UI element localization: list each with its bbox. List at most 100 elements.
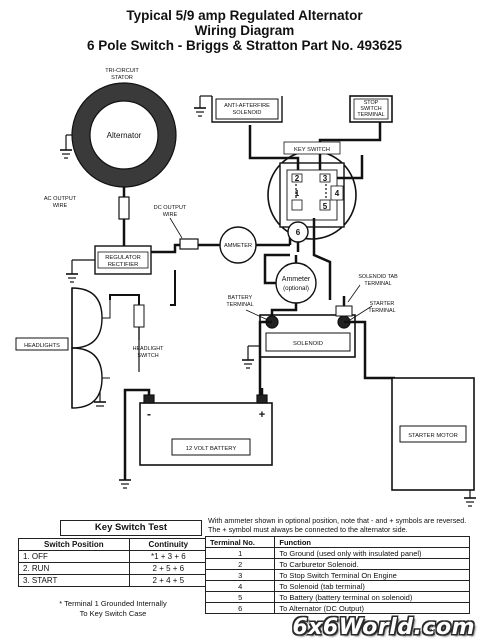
dc-output-label-1: DC OUTPUT: [154, 205, 187, 211]
stator-label-2: STATOR: [111, 75, 133, 81]
anti-afterfire-label-1: ANTI-AFTERFIRE: [224, 103, 270, 109]
dc-output-connector: [179, 238, 199, 250]
key-switch-note-line-1: * Terminal 1 Grounded Internally: [59, 599, 167, 608]
solenoid-tab-label-1: SOLENOID TAB: [358, 274, 398, 280]
key-switch-label: KEY SWITCH: [294, 147, 330, 153]
alternator: [71, 82, 177, 188]
headlight-switch-label-2: SWITCH: [137, 353, 158, 359]
table-cell: 2: [204, 558, 276, 570]
table-cell: 1: [204, 547, 276, 559]
stop-switch-terminal: [349, 95, 393, 123]
battery-positive-symbol: +: [259, 409, 265, 421]
headlight-lower: [71, 347, 103, 409]
switch-terminal-5: 5: [323, 202, 328, 211]
solenoid-tab-label-2: TERMINAL: [364, 281, 391, 287]
dc-output-label-2: WIRE: [163, 212, 178, 218]
headlights-label-box: [15, 337, 69, 351]
ammeter-optional-label-1: Ammeter: [282, 276, 311, 283]
table-cell: 2 + 5 + 6: [128, 562, 209, 575]
switch-terminal-1: 1: [295, 189, 300, 198]
stator-label-1: TRI-CIRCUIT: [105, 68, 139, 74]
switch-terminal-3: 3: [323, 174, 328, 183]
stop-switch-label-2: SWITCH: [360, 106, 381, 112]
table-cell: To Stop Switch Terminal On Engine: [274, 569, 470, 581]
table-cell: 3: [204, 569, 276, 581]
battery-label: 12 VOLT BATTERY: [186, 446, 237, 452]
key-switch-note-line-2: To Key Switch Case: [79, 609, 147, 618]
table-header: Terminal No.: [204, 536, 276, 548]
anti-afterfire-label-2: SOLENOID: [233, 110, 262, 116]
table-cell: 6: [204, 602, 276, 614]
regulator-ground-icon: [66, 259, 95, 283]
table-cell: 4: [204, 580, 276, 592]
ammeter-note: With ammeter shown in optional position,…: [208, 516, 467, 534]
table-cell: 1. OFF: [18, 550, 130, 563]
table-row: 1 To Ground (used only with insulated pa…: [204, 547, 470, 559]
battery-negative-symbol: -: [147, 407, 151, 421]
switch-terminal-6: 6: [296, 228, 301, 237]
title-line-2: Wiring Diagram: [194, 23, 295, 38]
table-row: 2. RUN 2 + 5 + 6: [18, 562, 209, 575]
stop-switch-label-1: STOP: [364, 100, 379, 106]
anti-afterfire-solenoid: [194, 95, 283, 123]
headlight-switch-label-1: HEADLIGHT: [133, 346, 165, 352]
table-cell: To Solenoid (tab terminal): [274, 580, 470, 592]
headlights-label: HEADLIGHTS: [24, 343, 60, 349]
watermark-logo: 6x6World.com: [292, 615, 475, 640]
table-row: 1. OFF *1 + 3 + 6: [18, 550, 209, 563]
table-cell: *1 + 3 + 6: [128, 550, 209, 563]
table-header-row: Terminal No. Function: [204, 536, 470, 548]
title-line-3: 6 Pole Switch - Briggs & Stratton Part N…: [86, 38, 403, 53]
ammeter-label: AMMETER: [224, 243, 252, 249]
table-header: Continuity: [128, 538, 209, 551]
ammeter-optional: [275, 262, 317, 304]
key-switch-test-table: Switch Position Continuity 1. OFF *1 + 3…: [18, 538, 209, 587]
table-header-row: Switch Position Continuity: [18, 538, 209, 551]
key-switch: [267, 150, 357, 243]
ac-output-label-2: WIRE: [53, 203, 68, 209]
table-cell: To Ground (used only with insulated pane…: [274, 547, 470, 559]
alternator-label: Alternator: [107, 131, 142, 140]
solenoid-label: SOLENOID: [293, 341, 323, 347]
stop-switch-label-3: TERMINAL: [357, 112, 384, 118]
ammeter-optional-label-2: (optional): [283, 285, 309, 292]
key-switch-note: * Terminal 1 Grounded Internally To Key …: [18, 599, 208, 619]
regulator-label-2: RECTIFIER: [108, 262, 139, 268]
switch-terminal-4: 4: [335, 189, 340, 198]
starter-ground-icon: [464, 490, 476, 507]
battery-terminal-label-1: BATTERY: [228, 295, 253, 301]
solenoid: [259, 296, 356, 358]
table-row: 3. START 2 + 4 + 5: [18, 574, 209, 587]
headlight-upper: [71, 287, 103, 349]
ac-output-label-1: AC OUTPUT: [44, 196, 77, 202]
starter-terminal-label-1: STARTER: [370, 301, 395, 307]
key-switch-test-title: Key Switch Test: [60, 520, 202, 536]
table-header: Switch Position: [18, 538, 130, 551]
table-cell: 5: [204, 591, 276, 603]
battery-terminal-label-2: TERMINAL: [226, 302, 253, 308]
table-row: 4 To Solenoid (tab terminal): [204, 580, 470, 592]
ac-output-connector: [118, 196, 130, 220]
table-cell: 3. START: [18, 574, 130, 587]
title-block: Typical 5/9 amp Regulated Alternator Wir…: [0, 8, 489, 53]
table-cell: 2. RUN: [18, 562, 130, 575]
starter-motor: [391, 377, 475, 491]
table-row: 2 To Carburetor Solenoid.: [204, 558, 470, 570]
starter-motor-label: STARTER MOTOR: [408, 433, 458, 439]
table-cell: 2 + 4 + 5: [128, 574, 209, 587]
table-row: 5 To Battery (battery terminal on soleno…: [204, 591, 470, 603]
table-cell: To Alternator (DC Output): [274, 602, 470, 614]
starter-terminal-label-2: TERMINAL: [368, 308, 395, 314]
terminal-function-table: Terminal No. Function 1 To Ground (used …: [204, 536, 470, 614]
solenoid-ground-icon: [242, 345, 260, 369]
switch-terminal-2: 2: [295, 174, 300, 183]
title-line-1: Typical 5/9 amp Regulated Alternator: [126, 8, 363, 23]
regulator-label-1: REGULATOR: [105, 255, 141, 261]
table-row: 3 To Stop Switch Terminal On Engine: [204, 569, 470, 581]
table-cell: To Carburetor Solenoid.: [274, 558, 470, 570]
table-row: 6 To Alternator (DC Output): [204, 602, 470, 614]
table-header: Function: [274, 536, 470, 548]
headlight-switch: [133, 304, 145, 340]
